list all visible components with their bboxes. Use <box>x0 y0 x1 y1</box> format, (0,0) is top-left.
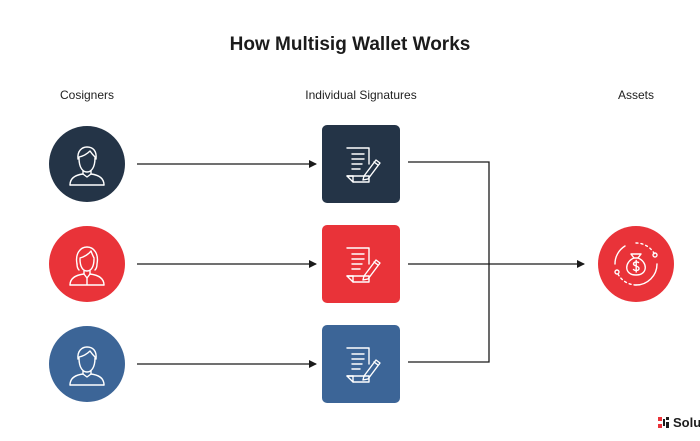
signature-3 <box>322 325 400 403</box>
merge-line-bottom <box>408 264 490 363</box>
signed-document-icon <box>346 147 381 183</box>
female-user-icon <box>69 246 105 286</box>
cosigner-3 <box>49 326 125 402</box>
male-user-icon <box>69 346 105 386</box>
cosigner-2 <box>49 226 125 302</box>
brand-mark-icon <box>658 417 669 428</box>
cosigner-1 <box>49 126 125 202</box>
male-user-icon <box>69 146 105 186</box>
brand-text: Solu <box>673 415 700 430</box>
money-bag-cycle-icon <box>614 242 658 286</box>
signed-document-icon <box>346 247 381 283</box>
assets-label: Assets <box>617 88 655 102</box>
signature-2 <box>322 225 400 303</box>
merge-line-top <box>408 161 490 264</box>
brand-logo: Solu <box>658 415 700 430</box>
signed-document-icon <box>346 347 381 383</box>
signature-1 <box>322 125 400 203</box>
diagram-title: How Multisig Wallet Works <box>229 34 471 55</box>
signatures-label: Individual Signatures <box>305 88 417 102</box>
asset-node <box>598 226 674 302</box>
cosigners-label: Cosigners <box>59 88 115 102</box>
